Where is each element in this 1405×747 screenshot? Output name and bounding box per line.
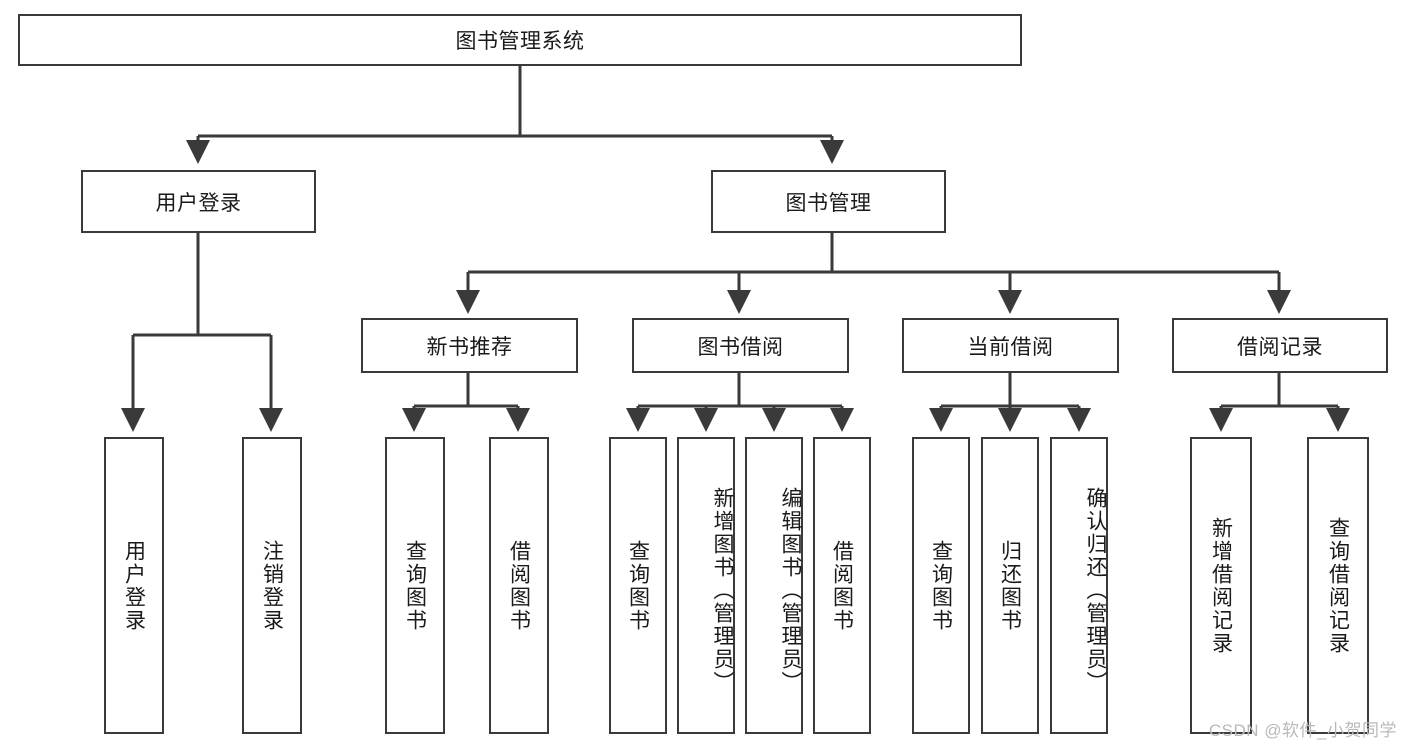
node-label: 编辑图书（管理员）: [779, 487, 802, 694]
leaf-user-login-logout[interactable]: 注销登录: [242, 437, 302, 734]
leaf-current-return-book[interactable]: 归还图书: [981, 437, 1039, 734]
node-book-borrow[interactable]: 图书借阅: [632, 318, 849, 373]
node-label: 图书管理系统: [455, 30, 585, 53]
node-label: 借阅记录: [1237, 335, 1323, 359]
leaf-current-query-book[interactable]: 查询图书: [912, 437, 970, 734]
node-user-login[interactable]: 用户登录: [81, 170, 316, 233]
node-book-management[interactable]: 图书管理: [711, 170, 946, 233]
node-label: 归还图书: [998, 539, 1022, 632]
leaf-record-query-record[interactable]: 查询借阅记录: [1307, 437, 1369, 734]
node-label: 查询图书: [929, 539, 953, 632]
node-borrow-record[interactable]: 借阅记录: [1172, 318, 1388, 373]
leaf-borrow-borrow-book[interactable]: 借阅图书: [813, 437, 871, 734]
leaf-new-book-query[interactable]: 查询图书: [385, 437, 445, 734]
node-label: 新增图书（管理员）: [711, 487, 734, 694]
leaf-user-login-login[interactable]: 用户登录: [104, 437, 164, 734]
node-label: 图书借阅: [697, 335, 784, 359]
leaf-record-add-record[interactable]: 新增借阅记录: [1190, 437, 1252, 734]
node-label: 查询借阅记录: [1326, 516, 1350, 655]
leaf-borrow-edit-book-admin[interactable]: 编辑图书（管理员）: [745, 437, 803, 734]
node-label: 确认归还（管理员）: [1084, 487, 1107, 694]
node-label: 新增借阅记录: [1209, 516, 1233, 655]
node-label: 查询图书: [403, 539, 427, 632]
node-root-system[interactable]: 图书管理系统: [18, 14, 1022, 66]
leaf-current-confirm-return-admin[interactable]: 确认归还（管理员）: [1050, 437, 1108, 734]
node-label: 借阅图书: [830, 539, 854, 632]
node-label: 用户登录: [155, 191, 242, 215]
leaf-borrow-add-book-admin[interactable]: 新增图书（管理员）: [677, 437, 735, 734]
node-label: 查询图书: [626, 539, 650, 632]
node-label: 用户登录: [122, 539, 146, 632]
node-label: 借阅图书: [507, 539, 531, 632]
node-label: 当前借阅: [967, 335, 1054, 359]
leaf-borrow-query-book[interactable]: 查询图书: [609, 437, 667, 734]
node-label: 注销登录: [260, 539, 284, 632]
node-current-borrow[interactable]: 当前借阅: [902, 318, 1119, 373]
node-label: 图书管理: [785, 191, 872, 215]
watermark-text: CSDN @软件_小贺同学: [1208, 721, 1397, 740]
leaf-new-book-borrow[interactable]: 借阅图书: [489, 437, 549, 734]
node-label: 新书推荐: [426, 335, 513, 359]
node-new-book-recommend[interactable]: 新书推荐: [361, 318, 578, 373]
